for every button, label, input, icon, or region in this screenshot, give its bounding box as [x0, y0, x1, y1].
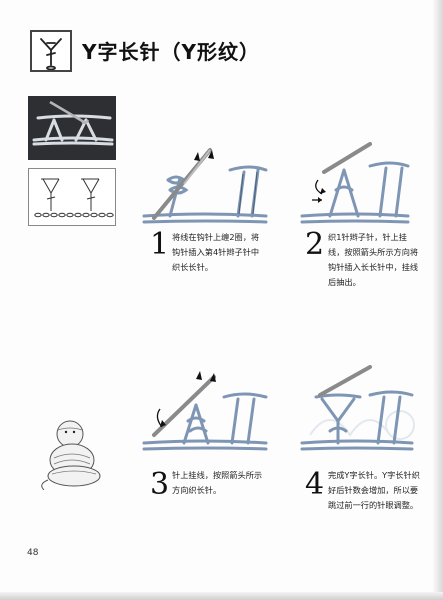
- step-1-line: 将线在钩针上缠2圈，将: [172, 232, 260, 242]
- page-number: 48: [27, 548, 39, 558]
- step-3-line: 针上挂线，按照箭头所示: [172, 470, 263, 480]
- step-3-number: 3: [150, 467, 170, 502]
- y-stitch-symbol-icon: [30, 30, 72, 72]
- sample-photo: [28, 96, 116, 160]
- step-3-illustration: [140, 365, 270, 460]
- step-4-text: 完成Y字长针。Y字长针织 好后针数会增加，所以要 跳过前一行的针眼调整。: [328, 468, 436, 513]
- yarn-ball-illustration: [40, 410, 110, 491]
- step-1-text: 将线在钩针上缠2圈，将 钩针插入第4针辫子针中 织长长针。: [172, 230, 282, 275]
- step-2-illustration: [300, 140, 410, 230]
- step-2-line: 织1针辫子针，针上挂: [328, 232, 407, 242]
- stitch-chart: [28, 168, 116, 226]
- step-2-number: 2: [305, 227, 325, 262]
- step-1-number: 1: [150, 227, 170, 262]
- step-2-line: 后抽出。: [328, 277, 361, 287]
- step-3-line: 方向织长针。: [172, 485, 222, 495]
- step-2-line: 线，按照箭头所示方向将: [328, 247, 419, 257]
- step-2-line: 钩针插入长长针中，挂线: [328, 262, 419, 272]
- step-4-number: 4: [305, 467, 325, 502]
- decorative-watermark-icon: [300, 395, 420, 455]
- page-gutter-shadow: [433, 0, 443, 600]
- page-title: Y字长针（Y形纹）: [82, 40, 260, 64]
- step-4-illustration: [300, 365, 415, 460]
- step-1-line: 织长长针。: [172, 262, 213, 272]
- step-3-text: 针上挂线，按照箭头所示 方向织长针。: [172, 468, 287, 498]
- step-1-illustration: [140, 140, 270, 230]
- step-1-line: 钩针插入第4针辫子针中: [172, 247, 260, 257]
- step-4-line: 完成Y字长针。Y字长针织: [328, 470, 420, 480]
- step-4-line: 跳过前一行的针眼调整。: [328, 500, 419, 510]
- step-2-text: 织1针辫子针，针上挂 线，按照箭头所示方向将 钩针插入长长针中，挂线 后抽出。: [328, 230, 433, 290]
- step-4-line: 好后针数会增加，所以要: [328, 485, 419, 495]
- page-bottom-shadow: [0, 592, 443, 600]
